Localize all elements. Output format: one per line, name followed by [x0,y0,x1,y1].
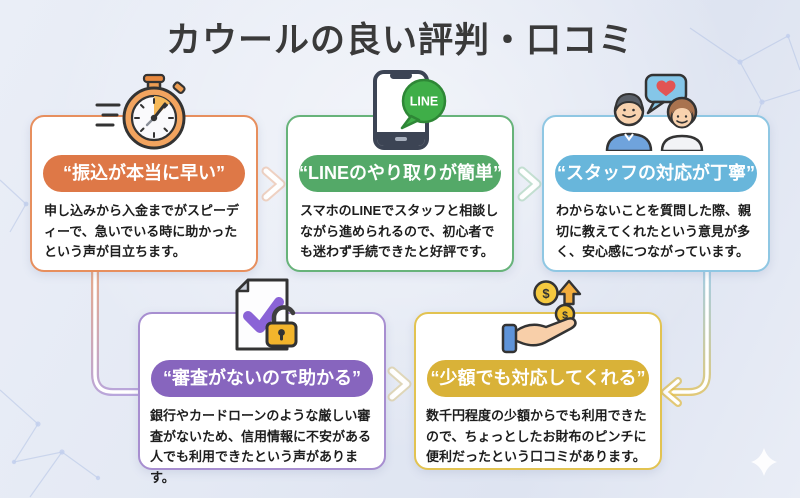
card-no-screening: “審査がないので助かる” 銀行やカードローンのような厳しい審査がないため、信用情… [138,278,386,485]
review-badge: “LINEのやり取りが簡単” [299,155,502,192]
phone-line-icon: LINE [345,70,455,155]
hand-coins-icon: $ $ [483,278,593,361]
connector-right [666,258,711,396]
connector-left [91,258,144,396]
card-polite-staff: “スタッフの対応が丁寧” わからないことを質問した際、親切に教えてくれたという意… [542,73,770,272]
card-small-amount: $ $ “少額でも対応してくれる” 数千円程度の少額からでも利用できたので、ちょ… [414,279,662,470]
sparkle-icon [751,448,777,476]
review-badge: “振込が本当に早い” [43,155,245,192]
review-text: スマホのLINEでスタッフと相談しながら進められるので、初心者でも迷わず手続でき… [300,203,499,260]
review-text: 申し込みから入金までがスピーディーで、急いでいる時に助かったという声が目立ちます… [44,203,240,260]
coin-dollar-label: $ [542,286,550,301]
card-line-easy: LINE “LINEのやり取りが簡単” スマホのLINEでスタッフと相談しながら… [286,70,514,272]
page-title: カウールの良い評判・口コミ [165,21,634,60]
couple-heart-icon [596,73,716,156]
review-text: わからないことを質問した際、親切に教えてくれたという意見が多く、安心感につながっ… [556,203,752,260]
review-text: 銀行やカードローンのような厳しい審査がないため、信用情報に不安がある人でも利用で… [150,408,372,485]
document-check-lock-icon [217,277,307,362]
heart-icon [656,80,676,97]
review-badge: “少額でも対応してくれる” [427,360,649,397]
review-badge: “スタッフの対応が丁寧” [555,155,757,192]
stopwatch-icon [92,73,196,156]
review-badge: “審査がないので助かる” [151,360,373,397]
coin-dollar-label: $ [562,310,568,322]
card-fast-transfer: “振込が本当に早い” 申し込みから入金までがスピーディーで、急いでいる時に助かっ… [30,73,258,272]
review-text: 数千円程度の少額からでも利用できたので、ちょっとしたお財布のピンチに便利だったと… [426,408,647,465]
line-bubble-label: LINE [410,95,438,109]
